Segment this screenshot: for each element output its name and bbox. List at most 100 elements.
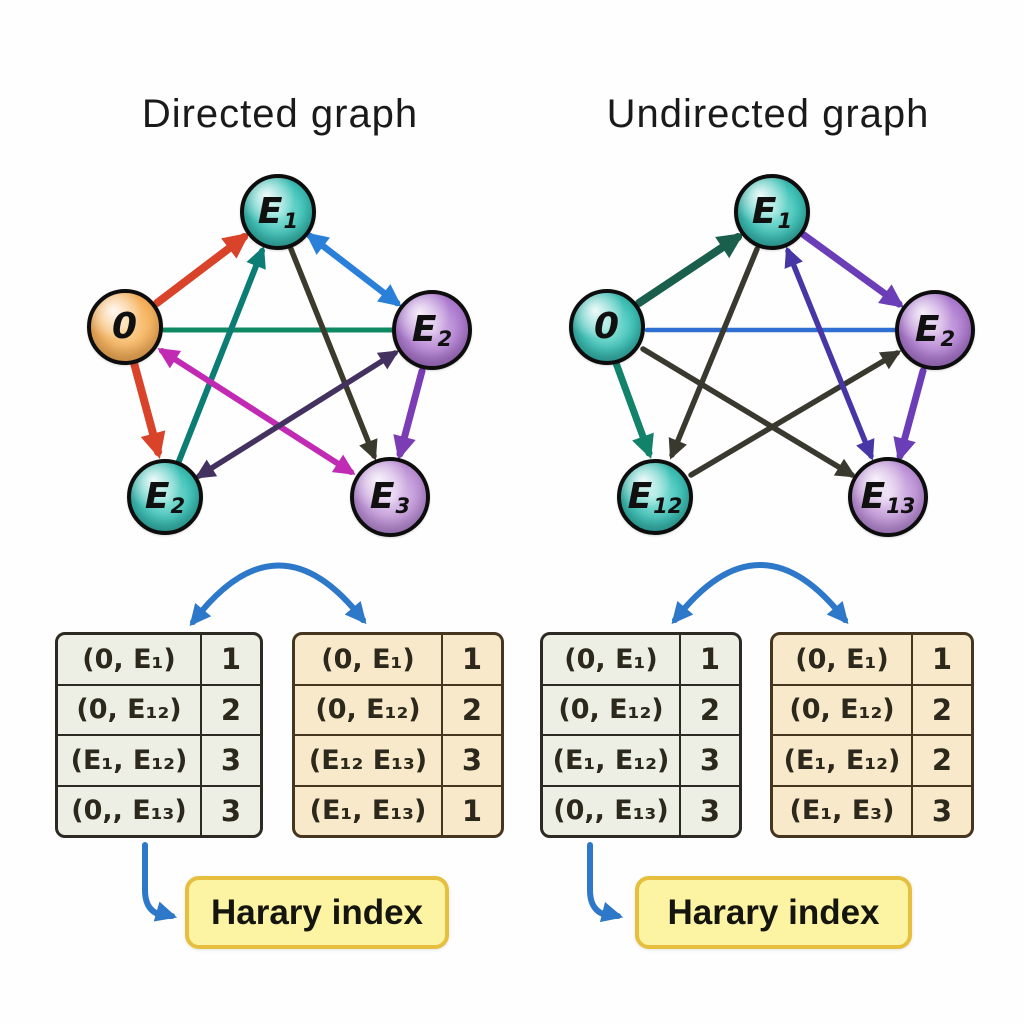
undirected-reciprocal-table: (0, E₁) 1 (0, E₁₂) 2 (E₁, E₁₂) 2 (E₁, E₃)3 (770, 632, 974, 838)
node-label: 0 (593, 306, 620, 347)
arrowhead-icon (833, 458, 857, 478)
arrowhead-icon (331, 454, 356, 475)
table-row: (0, E₁)1 (543, 635, 739, 684)
table-row: (0, E₁₂) 2 (58, 683, 260, 734)
table-row: (E₁₂ E₁₃) 3 (295, 734, 501, 785)
node-sub: 2 (437, 326, 453, 351)
pair-cell: (E₁, E₁₂) (58, 736, 202, 785)
pair-cell: (0,, E₁₃) (543, 786, 681, 835)
node-o-undirected: 0 (569, 289, 645, 365)
pair-cell: (E₁, E₁₂) (773, 736, 913, 785)
value-cell: 1 (220, 642, 242, 677)
edge-e2b-e1-directed (176, 248, 265, 464)
pair-cell: (0, E₁₂) (773, 685, 913, 734)
pair-cell: (E₁₂ E₁₃) (295, 736, 443, 785)
table-row: (0,, E₁₃) 3 (58, 784, 260, 835)
table-row: (E₁, E₃)3 (773, 784, 971, 835)
pair-cell: (E₁, E₁₂) (543, 736, 681, 785)
harary-arrow-right-icon (587, 842, 621, 919)
arrowhead-icon (377, 284, 402, 307)
harary-index-box-left: Harary index (185, 876, 449, 949)
node-sub: 2 (170, 493, 186, 518)
edge-e2b-e2r-directed (196, 350, 398, 479)
pair-cell: (E₁, E₁₃) (295, 786, 443, 835)
edge-e1-e3-directed (288, 246, 377, 459)
arrowhead-icon (393, 434, 416, 461)
node-label: E (411, 309, 437, 350)
node-label: E (914, 309, 940, 350)
edge-o-e3-directed (159, 348, 354, 475)
value-cell: 2 (699, 692, 721, 727)
arrowhead-icon (359, 438, 378, 461)
arrowhead-icon (878, 284, 905, 308)
value-cell: 3 (461, 743, 483, 778)
edge-e1-e2-undirected (800, 231, 903, 308)
value-cell: 1 (461, 793, 483, 828)
table-row: (0, E₁₂) 2 (543, 683, 739, 734)
node-sub: 13 (886, 493, 916, 518)
node-o-directed: 0 (87, 289, 163, 365)
arrowhead-icon (784, 246, 803, 269)
arrowhead-icon (344, 601, 367, 625)
edge-e12-e2-undirected (688, 350, 900, 478)
pair-cell: (0, E₁) (295, 635, 443, 684)
value-cell: 1 (461, 642, 483, 677)
directed-reciprocal-table: (0, E₁)1 (0, E₁₂)2 (E₁₂ E₁₃)3 (E₁, E₁₃)1 (292, 632, 504, 838)
arrowhead-icon (856, 438, 875, 461)
arrowhead-icon (599, 901, 624, 923)
table-row: (0, E₁) 1 (295, 635, 501, 684)
pair-cell: (E₁, E₃) (773, 786, 913, 835)
table-row: (E₁, E₁₂) 2 (773, 734, 971, 785)
undirected-distance-table: (0, E₁)1 (0, E₁₂) 2 (E₁, E₁₂) 3 (0,, E₁₃) 3 (540, 632, 742, 838)
edge-e1-e13-undirected (785, 248, 874, 459)
node-sub: 3 (395, 493, 411, 518)
directed-graph-title: Directed graph (141, 92, 419, 136)
value-cell: 2 (931, 692, 953, 727)
node-sub: 2 (940, 326, 956, 351)
value-cell: 1 (699, 642, 721, 677)
arrowhead-icon (189, 603, 212, 627)
node-sub: 1 (777, 208, 793, 233)
value-cell: 1 (931, 642, 953, 677)
table-swap-arc-left-icon (190, 562, 366, 625)
arrowhead-icon (305, 232, 330, 255)
arrowhead-icon (893, 436, 916, 463)
node-sub: 12 (653, 493, 683, 518)
pair-cell: (0, E₁) (773, 635, 913, 684)
table-row: (0, E₁) 1 (58, 635, 260, 684)
table-row: (E₁, E₁₃) 1 (295, 784, 501, 835)
value-cell: 3 (220, 743, 242, 778)
node-sub: 1 (283, 208, 299, 233)
table-row: (E₁, E₁₂) 3 (58, 734, 260, 785)
node-label: E (627, 476, 653, 517)
harary-index-box-right: Harary index (635, 876, 912, 949)
edge-e1-e12-undirected (669, 246, 760, 458)
table-row: (E₁, E₁₂) 3 (543, 734, 739, 785)
pair-cell: (0, E₁) (58, 635, 202, 684)
arrowhead-icon (632, 432, 654, 459)
undirected-graph-title: Undirected graph (606, 92, 930, 136)
node-label: E (144, 476, 170, 517)
edge-o-e13-undirected (640, 346, 855, 478)
value-cell: 2 (931, 743, 953, 778)
value-cell: 2 (220, 692, 242, 727)
table-swap-arc-right-icon (672, 562, 848, 623)
arrowhead-icon (140, 430, 166, 459)
pair-cell: (0, E₁₂) (543, 685, 681, 734)
directed-distance-table: (0, E₁) 1 (0, E₁₂) 2 (E₁, E₁₂) 3 (0,, E₁₃) 3 (55, 632, 263, 838)
node-label: E (369, 476, 395, 517)
pair-cell: (0, E₁₂) (58, 685, 202, 734)
value-cell: 3 (220, 793, 242, 828)
arrowhead-icon (153, 901, 178, 922)
value-cell: 3 (699, 743, 721, 778)
arrowhead-icon (826, 601, 849, 625)
pair-cell: (0,, E₁₃) (58, 786, 202, 835)
edge-o-e1-undirected (635, 233, 742, 307)
